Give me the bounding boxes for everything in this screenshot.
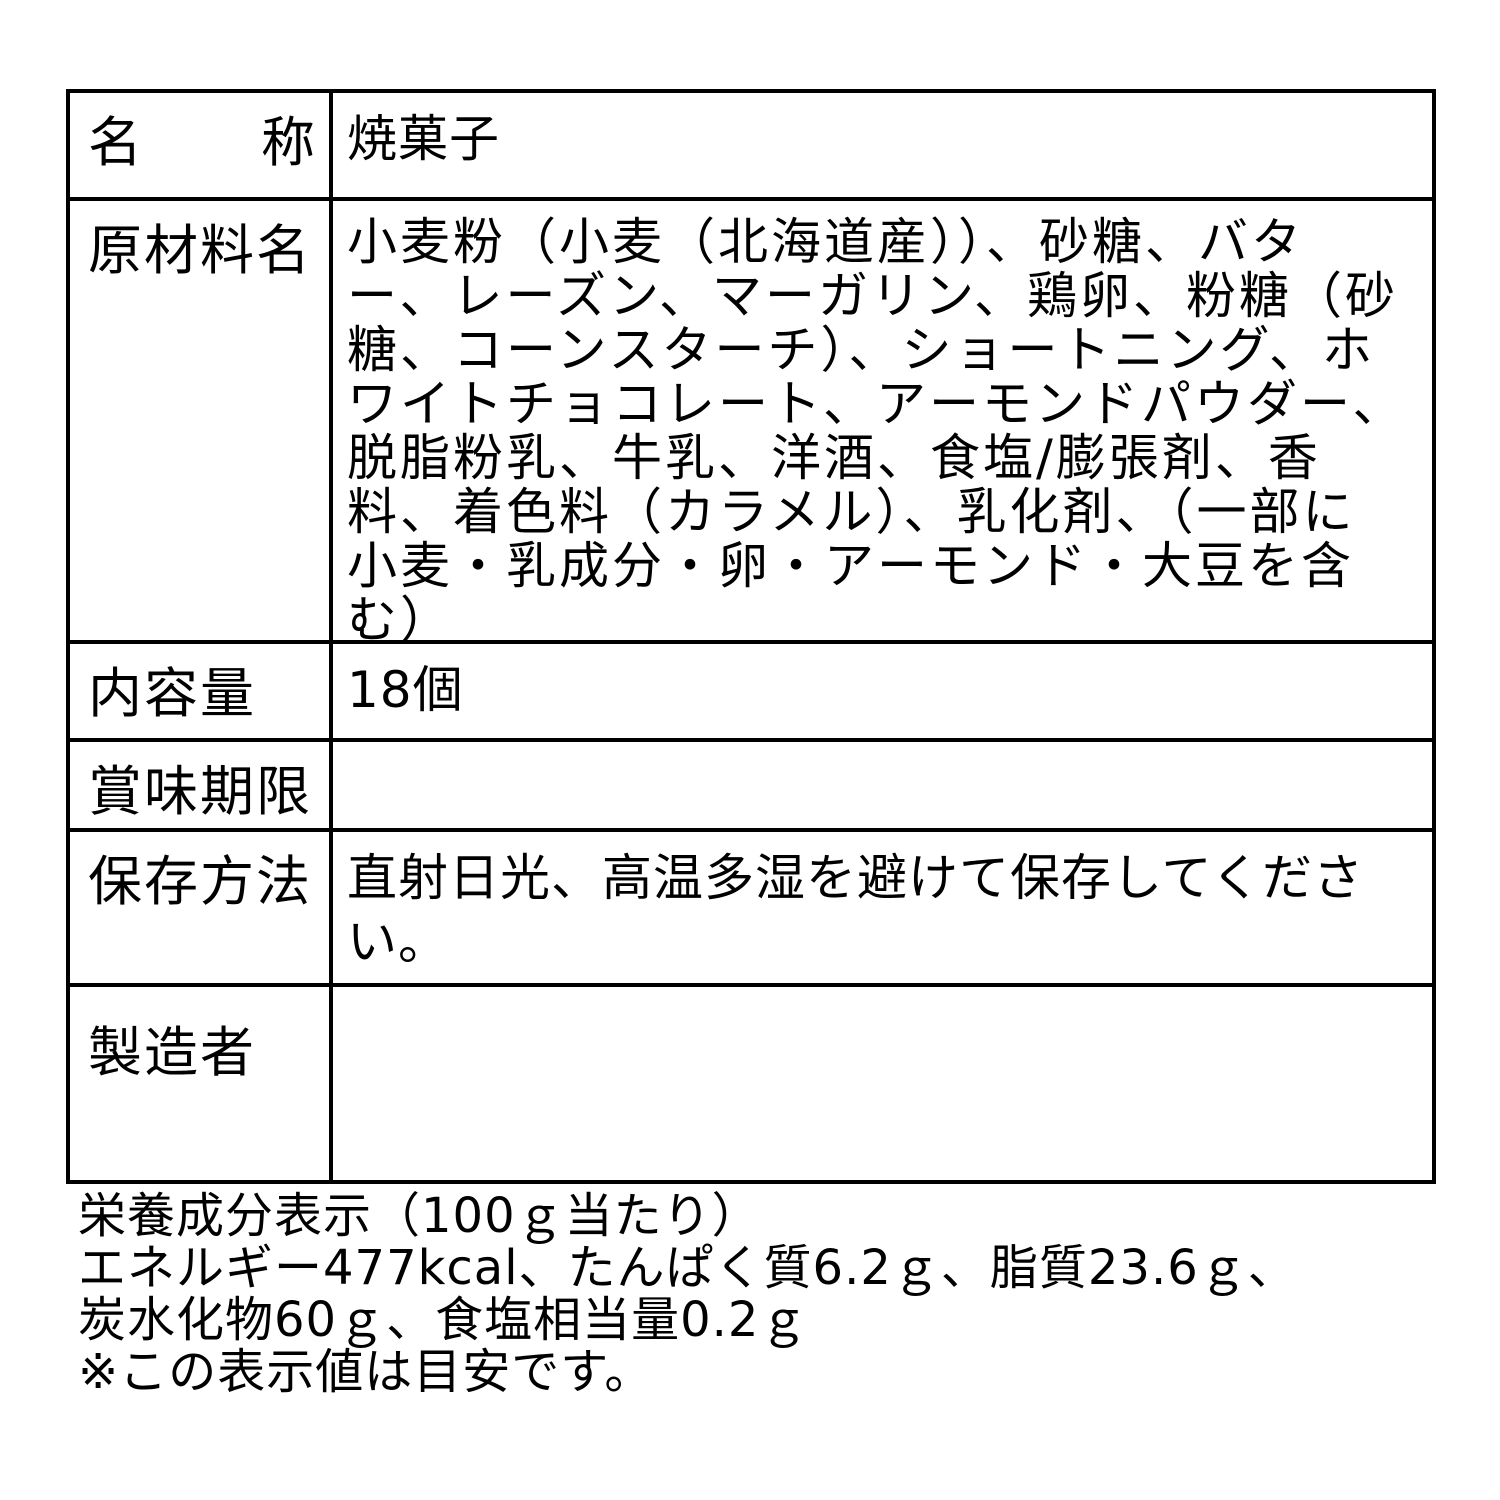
row-manufacturer: 製造者: [70, 987, 1432, 1180]
value-ingredients: 小麦粉（小麦（北海道産））、砂糖、バター、レーズン、マーガリン、鶏卵、粉糖（砂糖…: [347, 213, 1406, 649]
row-expiry-date: 賞味期限: [70, 742, 1432, 832]
nutrition-line-2: 炭水化物60ｇ、食塩相当量0.2ｇ: [78, 1292, 809, 1348]
label-product-name-left: 名: [88, 111, 144, 174]
label-expiry-date: 賞味期限: [70, 742, 333, 828]
value-expiry-date: [333, 742, 1432, 828]
label-storage-method: 保存方法: [70, 832, 333, 983]
nutrition-heading: 栄養成分表示（100ｇ当たり）: [78, 1188, 761, 1244]
row-storage-method: 保存方法 直射日光、高温多湿を避けて保存してください。: [70, 832, 1432, 987]
label-content-amount: 内容量: [70, 644, 333, 738]
row-ingredients: 原材料名 小麦粉（小麦（北海道産））、砂糖、バター、レーズン、マーガリン、鶏卵、…: [70, 201, 1432, 649]
row-product-name: 名 称 焼菓子: [70, 93, 1432, 201]
label-product-name: 名 称: [70, 93, 333, 197]
value-manufacturer: [333, 987, 1432, 1180]
food-label-table: 名 称 焼菓子 原材料名 小麦粉（小麦（北海道産））、砂糖、バター、レーズン、マ…: [66, 89, 1436, 1184]
nutrition-note: ※この表示値は目安です。: [78, 1344, 654, 1400]
nutrition-line-1: エネルギー477kcal、たんぱく質6.2ｇ、脂質23.6ｇ、: [78, 1240, 1297, 1296]
row-content-amount: 内容量 18個: [70, 644, 1432, 742]
label-product-name-right: 称: [261, 111, 317, 174]
value-storage-method: 直射日光、高温多湿を避けて保存してください。: [347, 849, 1364, 971]
value-product-name: 焼菓子: [347, 110, 500, 168]
value-content-amount: 18個: [347, 661, 464, 719]
label-manufacturer: 製造者: [70, 987, 333, 1180]
nutrition-facts: 栄養成分表示（100ｇ当たり） エネルギー477kcal、たんぱく質6.2ｇ、脂…: [78, 1190, 1438, 1398]
label-ingredients: 原材料名: [70, 201, 333, 640]
